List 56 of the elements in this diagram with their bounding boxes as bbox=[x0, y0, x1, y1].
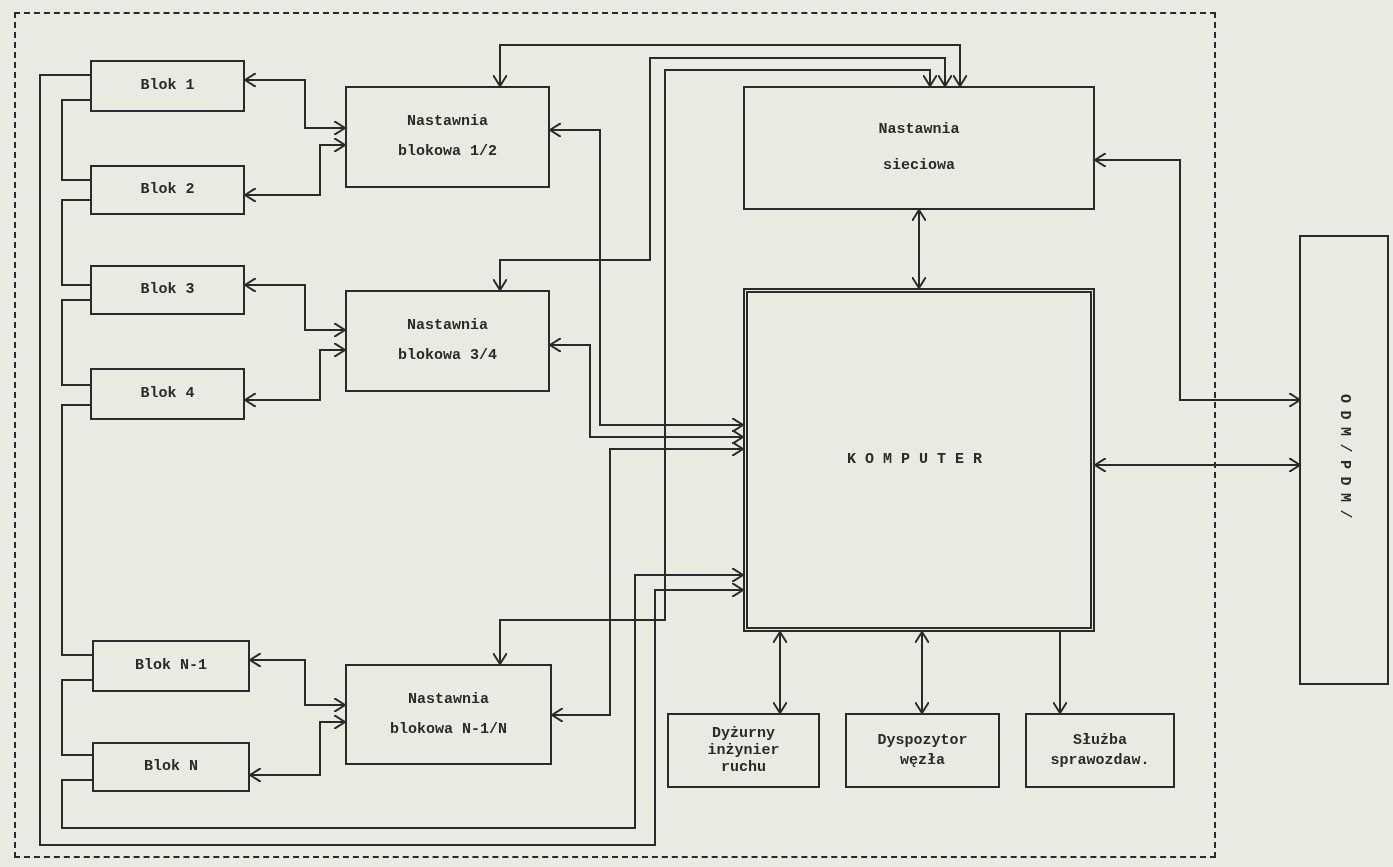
node-label: Nastawnia blokowa 1/2 bbox=[396, 112, 498, 162]
connector-line bbox=[61, 299, 91, 386]
arrow bbox=[61, 567, 744, 829]
process-box bbox=[845, 713, 1000, 788]
node-label: Blok 1 bbox=[140, 76, 195, 96]
process-box bbox=[667, 713, 820, 788]
block-box bbox=[90, 165, 245, 215]
arrow bbox=[244, 342, 346, 408]
process-box bbox=[345, 664, 552, 765]
arrow bbox=[772, 631, 788, 714]
node-label: Dyżurny inżynier ruchu bbox=[706, 724, 781, 777]
block-box bbox=[92, 742, 250, 792]
dashed-boundary bbox=[14, 12, 1216, 858]
arrow bbox=[492, 44, 968, 87]
block-box bbox=[90, 368, 245, 420]
node-label: Blok N-1 bbox=[135, 656, 207, 676]
arrow bbox=[492, 57, 953, 291]
arrow bbox=[1052, 631, 1068, 714]
connector-line bbox=[61, 99, 91, 181]
external-system-box bbox=[1299, 235, 1389, 685]
connector-line bbox=[61, 199, 91, 286]
process-box bbox=[345, 290, 550, 392]
block-box bbox=[90, 265, 245, 315]
arrow bbox=[244, 72, 346, 136]
arrow bbox=[551, 441, 744, 723]
node-label: Blok 4 bbox=[140, 384, 195, 404]
arrow bbox=[39, 74, 744, 846]
arrow bbox=[911, 209, 927, 289]
connector-line bbox=[61, 679, 93, 756]
node-label: Blok N bbox=[144, 757, 198, 777]
computer-box bbox=[743, 288, 1095, 632]
arrow bbox=[1094, 457, 1301, 473]
block-box bbox=[90, 60, 245, 112]
block-box bbox=[92, 640, 250, 692]
process-box bbox=[1025, 713, 1175, 788]
process-box bbox=[743, 86, 1095, 210]
arrow bbox=[1094, 152, 1301, 408]
arrow bbox=[244, 137, 346, 203]
connector-line bbox=[61, 404, 93, 656]
arrow bbox=[549, 122, 744, 433]
node-label: Nastawnia sieciowa bbox=[877, 120, 961, 176]
arrow bbox=[914, 631, 930, 714]
arrow bbox=[549, 337, 744, 445]
arrow bbox=[249, 652, 346, 713]
node-label: Blok 3 bbox=[140, 280, 195, 300]
node-label: KOMPUTER bbox=[847, 450, 991, 470]
process-box bbox=[345, 86, 550, 188]
arrow bbox=[249, 714, 346, 783]
node-label: Dyspozytor węzła bbox=[877, 731, 968, 770]
node-label: ODM/PDM/ bbox=[1334, 394, 1354, 526]
node-label: Blok 2 bbox=[140, 180, 195, 200]
arrow bbox=[244, 277, 346, 338]
node-label: Nastawnia blokowa N-1/N bbox=[388, 689, 508, 740]
node-label: Służba sprawozdaw. bbox=[1049, 731, 1151, 770]
arrow bbox=[492, 69, 938, 665]
node-label: Nastawnia blokowa 3/4 bbox=[396, 316, 498, 366]
